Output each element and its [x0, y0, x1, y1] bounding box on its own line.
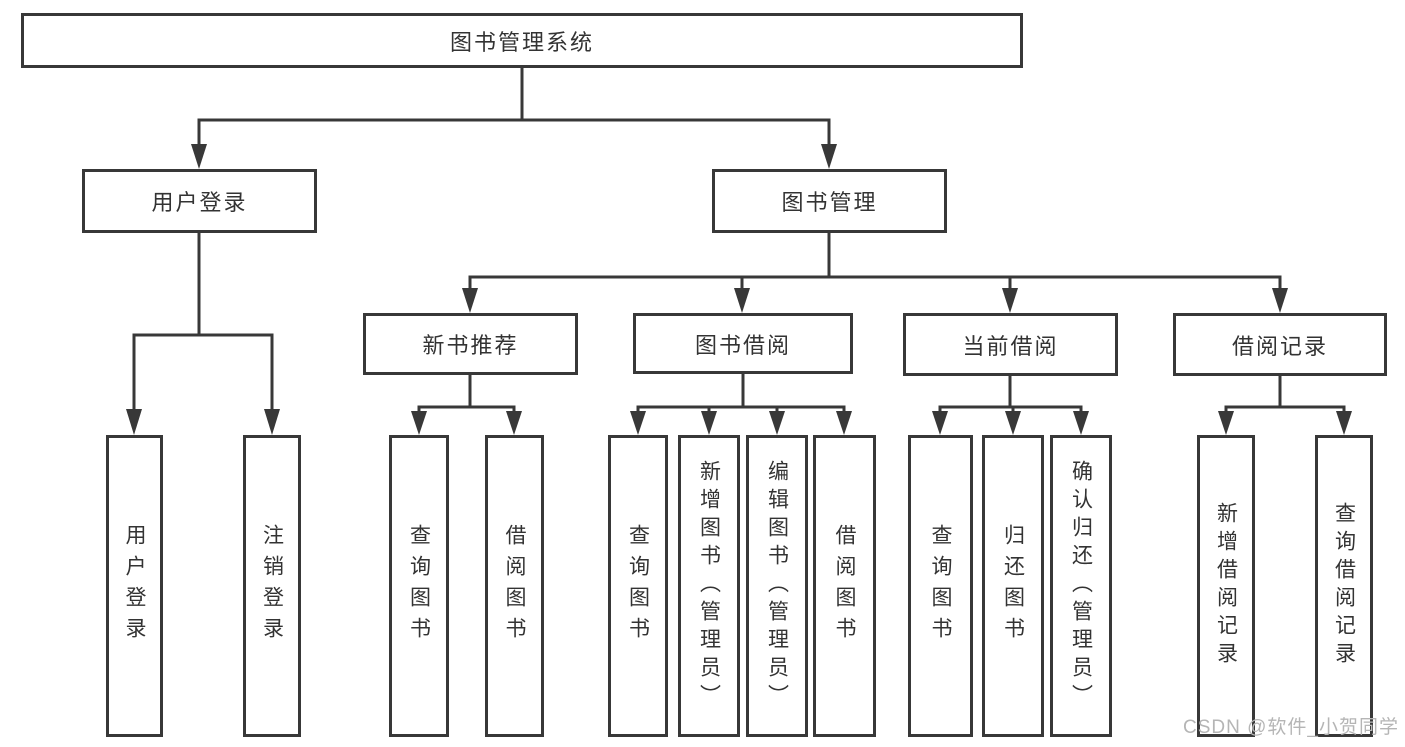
connector-book-management-split: [462, 233, 1288, 313]
leaf-query-books-current: 查询图书: [908, 435, 973, 737]
leaf-add-borrow-record: 新增借阅记录: [1197, 435, 1255, 737]
node-new-book-recommend: 新书推荐: [363, 313, 578, 375]
leaf-logout: 注销登录: [243, 435, 301, 737]
connector-current-borrow-split: [932, 376, 1089, 435]
leaf-query-books-borrow: 查询图书: [608, 435, 668, 737]
leaf-borrow-books: 借阅图书: [813, 435, 876, 737]
leaf-user-login: 用户登录: [106, 435, 163, 737]
leaf-confirm-return-admin: 确认归还（管理员）: [1050, 435, 1112, 737]
node-borrowing-records: 借阅记录: [1173, 313, 1387, 376]
connector-new-book-split: [411, 374, 522, 435]
connector-root-to-level2: [191, 68, 837, 169]
connector-book-borrow-split: [630, 373, 852, 435]
node-book-management: 图书管理: [712, 169, 947, 233]
node-root: 图书管理系统: [21, 13, 1023, 68]
node-current-borrowing: 当前借阅: [903, 313, 1118, 376]
node-user-login: 用户登录: [82, 169, 317, 233]
leaf-return-books: 归还图书: [982, 435, 1044, 737]
watermark: CSDN @软件_小贺同学: [1183, 717, 1399, 738]
leaf-query-books-recommend: 查询图书: [389, 435, 449, 737]
leaf-edit-books-admin: 编辑图书（管理员）: [746, 435, 808, 737]
leaf-borrow-books-recommend: 借阅图书: [485, 435, 544, 737]
leaf-add-books-admin: 新增图书（管理员）: [678, 435, 740, 737]
leaf-query-borrow-record: 查询借阅记录: [1315, 435, 1373, 737]
connector-borrow-records-split: [1218, 376, 1352, 435]
node-book-borrowing: 图书借阅: [633, 313, 853, 374]
connector-user-login-split: [126, 233, 280, 435]
